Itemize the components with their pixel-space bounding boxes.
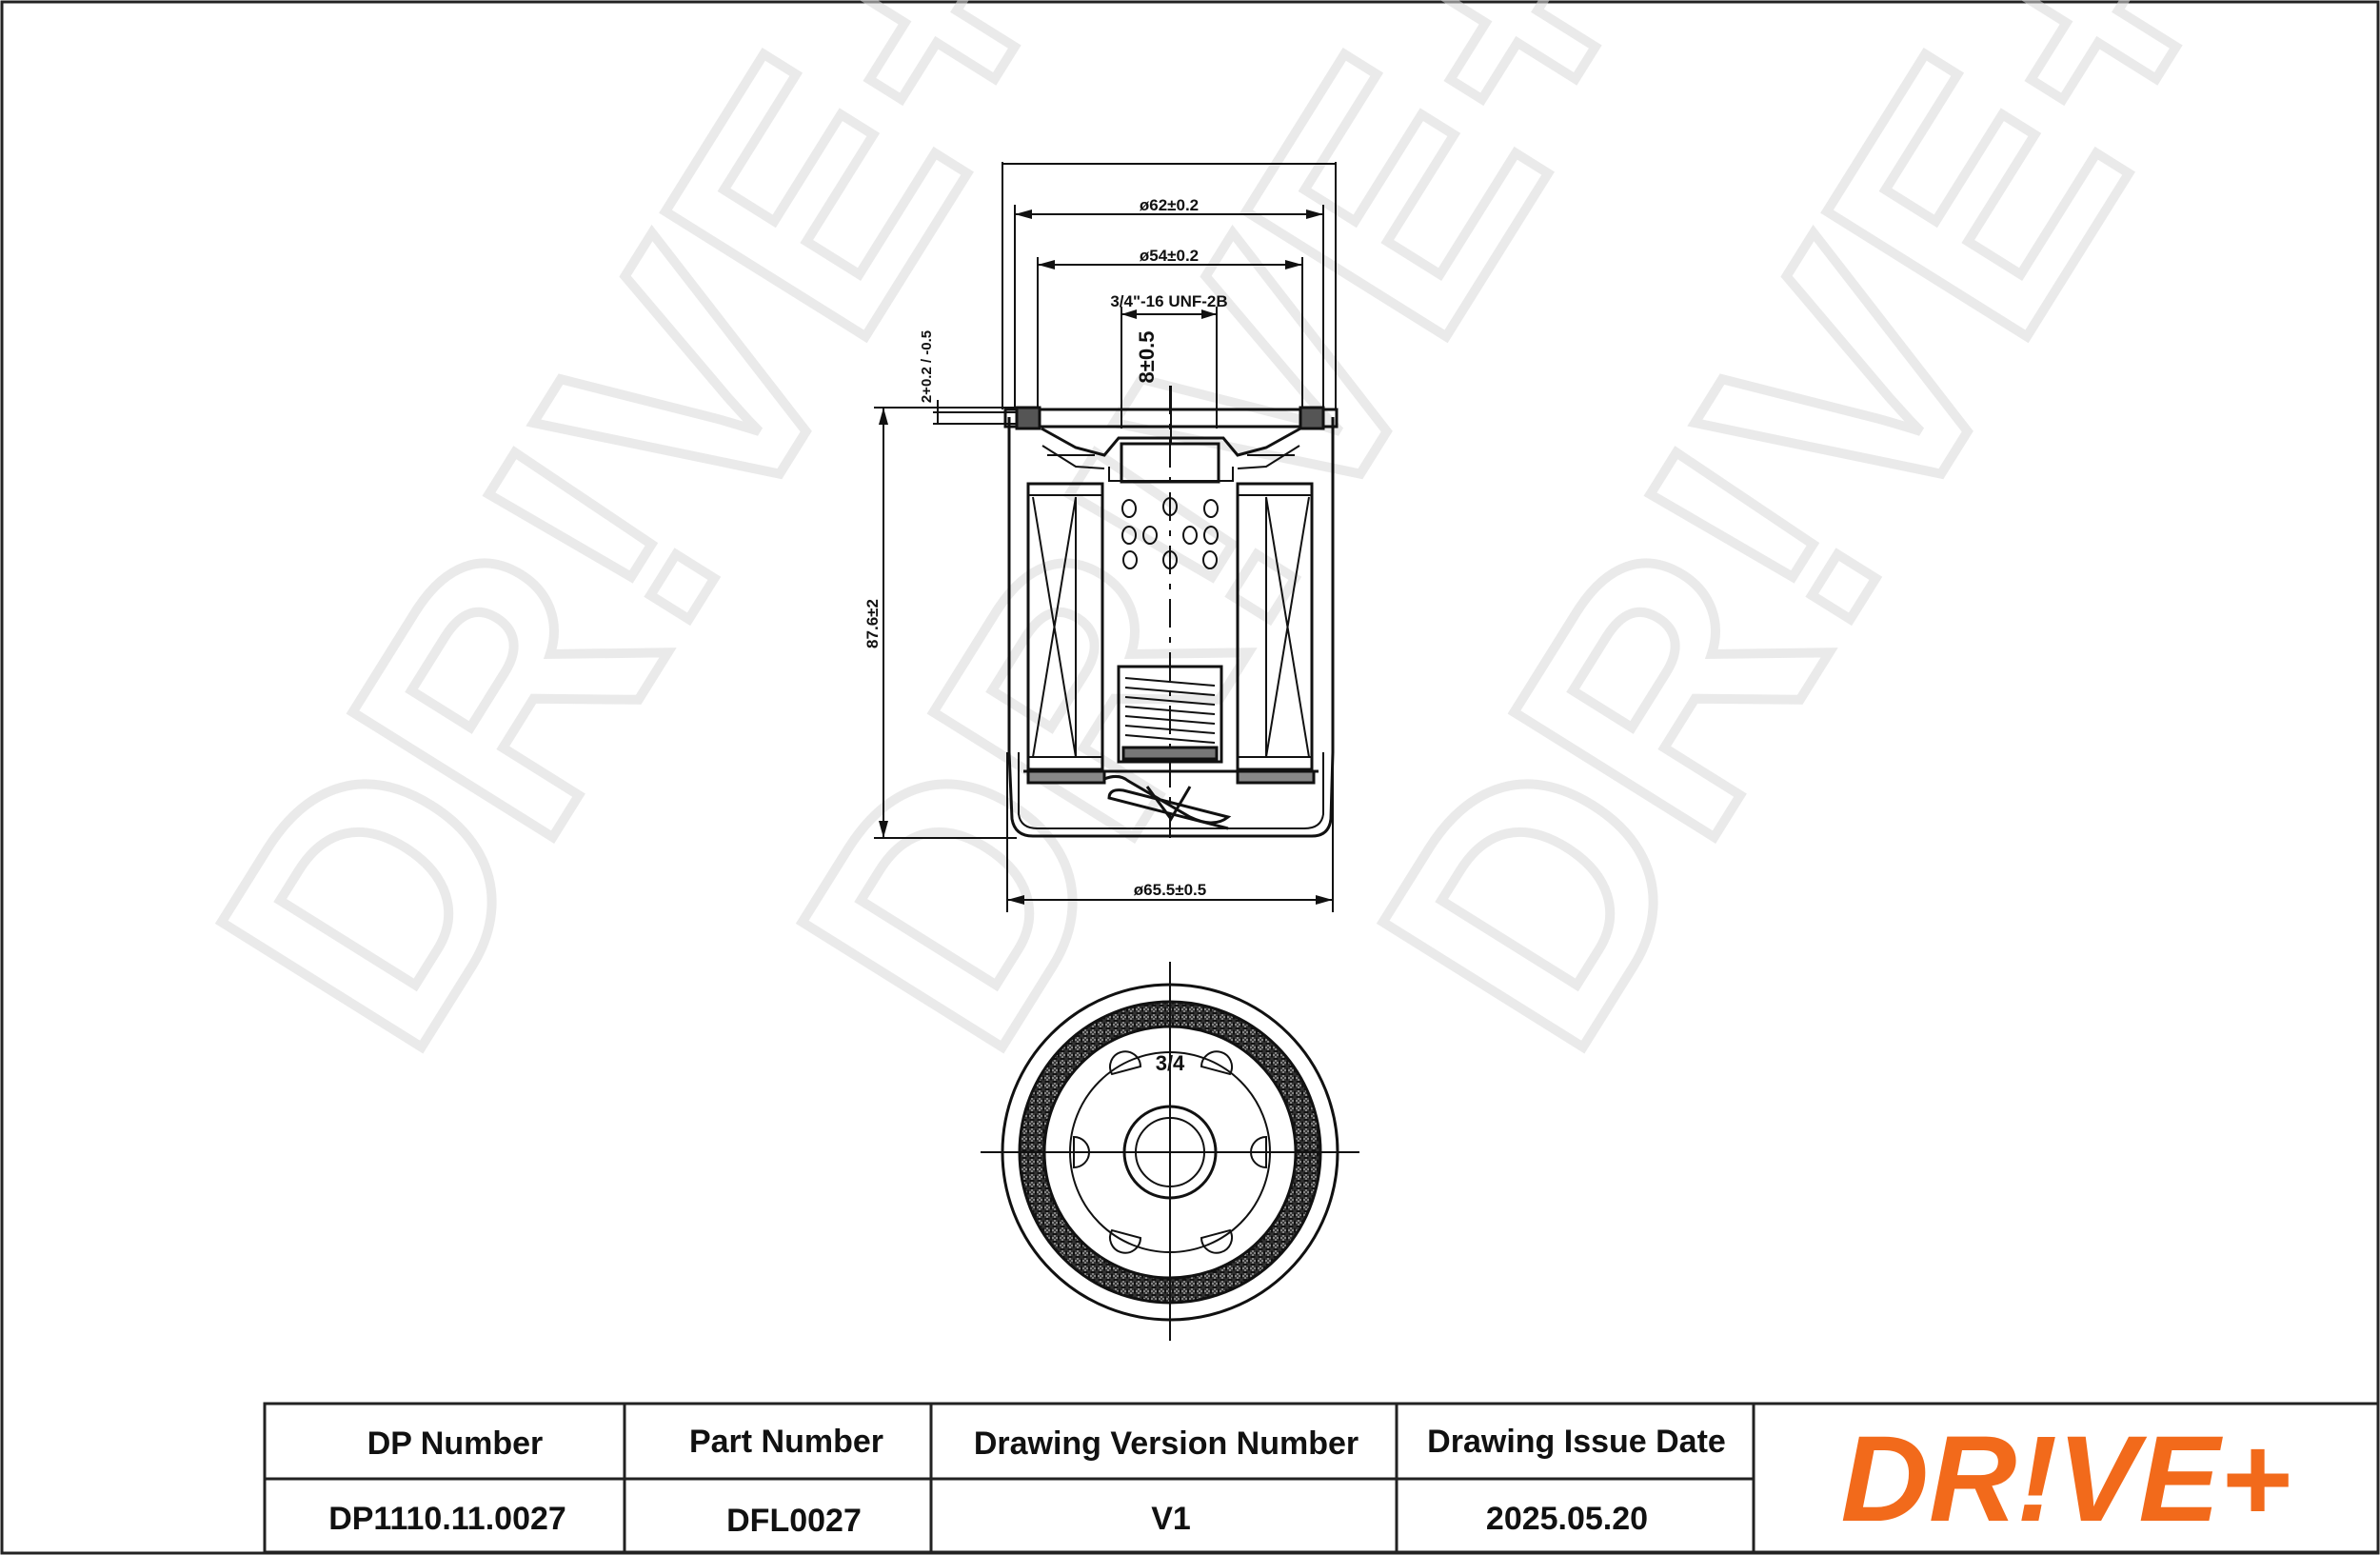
watermark-group: DR!VE+ DR!VE+ DR!VE+ [142, 0, 2309, 1110]
dim-gasket-height: 2+0.2 / -0.5 [919, 330, 935, 403]
value-drawing-version: V1 [1151, 1501, 1191, 1537]
side-view [874, 162, 1339, 912]
title-block [263, 1402, 2380, 1554]
top-view-thread-label: 3/4 [1156, 1051, 1185, 1075]
dim-outer-diameter: ø62±0.2 [1140, 196, 1199, 214]
header-drawing-version: Drawing Version Number [974, 1425, 1359, 1462]
header-dp-number: DP Number [367, 1425, 544, 1462]
header-part-number: Part Number [689, 1424, 883, 1460]
dim-body-diameter: ø65.5±0.5 [1134, 881, 1206, 899]
value-part-number: DFL0027 [726, 1503, 862, 1539]
dim-thread: 3/4"-16 UNF-2B [1110, 292, 1227, 310]
header-issue-date: Drawing Issue Date [1427, 1424, 1726, 1460]
top-view [981, 962, 1359, 1341]
dim-inner-diameter: ø54±0.2 [1140, 247, 1199, 265]
value-issue-date: 2025.05.20 [1486, 1501, 1648, 1537]
dim-thread-depth: 8±0.5 [1135, 331, 1159, 384]
brand-logo: DR!VE+ [1841, 1411, 2291, 1547]
dim-height: 87.6±2 [863, 599, 882, 648]
value-dp-number: DP1110.11.0027 [328, 1501, 566, 1537]
